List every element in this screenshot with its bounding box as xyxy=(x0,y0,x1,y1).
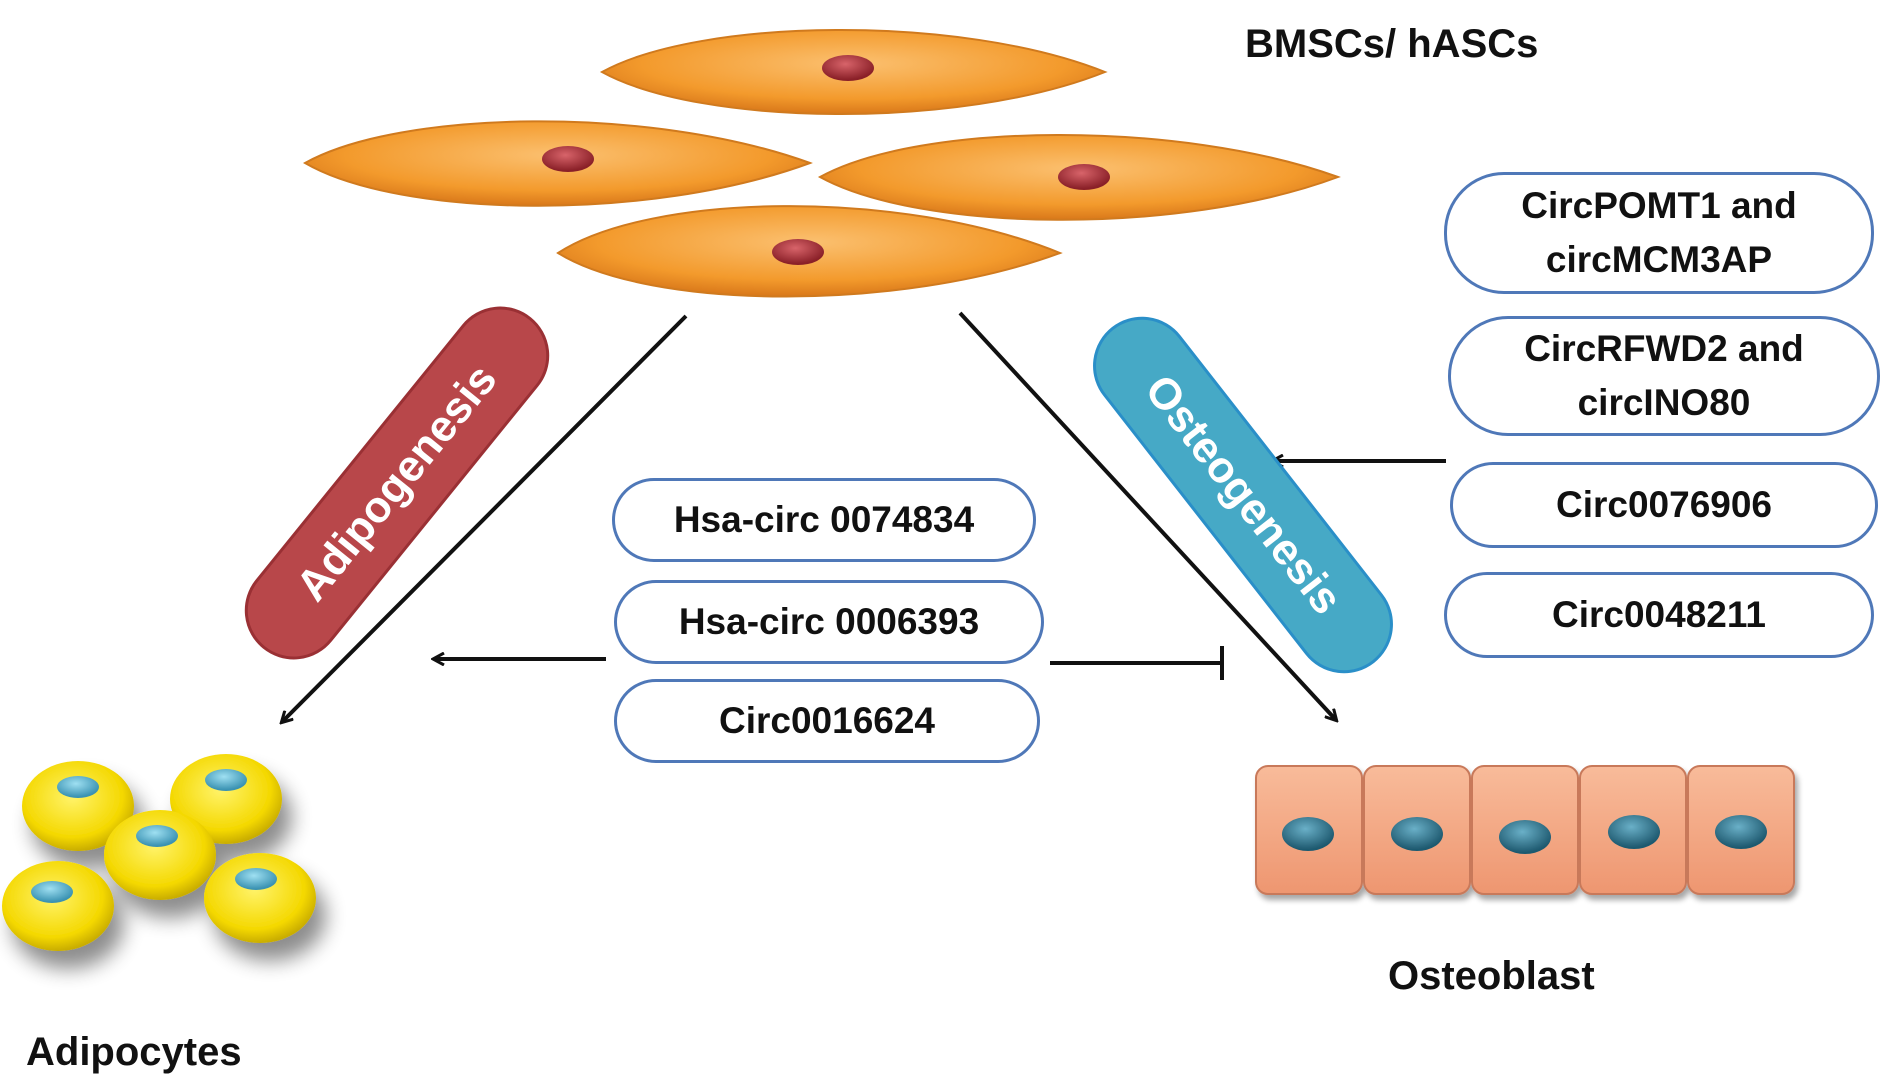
osteoblast-group xyxy=(1255,765,1795,895)
nucleus xyxy=(1058,164,1110,190)
nucleus xyxy=(1608,815,1660,849)
nucleus xyxy=(205,769,247,791)
stem-cell xyxy=(817,134,1341,221)
nucleus xyxy=(31,881,73,903)
nucleus xyxy=(1391,817,1443,851)
adipocyte xyxy=(204,853,316,943)
stem-cells-label: BMSCs/ hASCs xyxy=(1245,22,1539,66)
nucleus xyxy=(57,776,99,798)
adipocyte xyxy=(2,861,114,951)
adipogenesis-arrow xyxy=(282,314,688,722)
osteoblast-cell xyxy=(1471,765,1579,895)
nucleus xyxy=(1499,820,1551,854)
osteogenesis-arrow xyxy=(958,311,1336,720)
circrna-pill: Circ0076906 xyxy=(1450,462,1878,548)
osteoblast-cell xyxy=(1579,765,1687,895)
stem-cells-group xyxy=(302,29,1341,298)
osteoblast-cell xyxy=(1255,765,1363,895)
nucleus xyxy=(772,239,824,265)
osteoblast-cell xyxy=(1687,765,1795,895)
adipocytes-group xyxy=(2,754,316,951)
adipocyte xyxy=(170,754,282,844)
stem-cell xyxy=(302,120,813,207)
nucleus xyxy=(235,868,277,890)
nucleus xyxy=(542,146,594,172)
adipocytes-label: Adipocytes xyxy=(26,1030,242,1074)
osteoblast-label: Osteoblast xyxy=(1388,954,1595,998)
nucleus xyxy=(1282,817,1334,851)
circrna-pill: Hsa-circ 0074834 xyxy=(612,478,1036,562)
adipocyte xyxy=(104,810,216,900)
nucleus xyxy=(1715,815,1767,849)
circrna-pill: Hsa-circ 0006393 xyxy=(614,580,1044,664)
circrna-pill: Circ0016624 xyxy=(614,679,1040,763)
stem-cell xyxy=(599,29,1108,115)
osteoblast-cell xyxy=(1363,765,1471,895)
nucleus xyxy=(136,825,178,847)
stem-cell xyxy=(556,205,1063,298)
circrna-pill: Circ0048211 xyxy=(1444,572,1874,658)
adipocyte xyxy=(22,761,134,851)
nucleus xyxy=(822,55,874,81)
